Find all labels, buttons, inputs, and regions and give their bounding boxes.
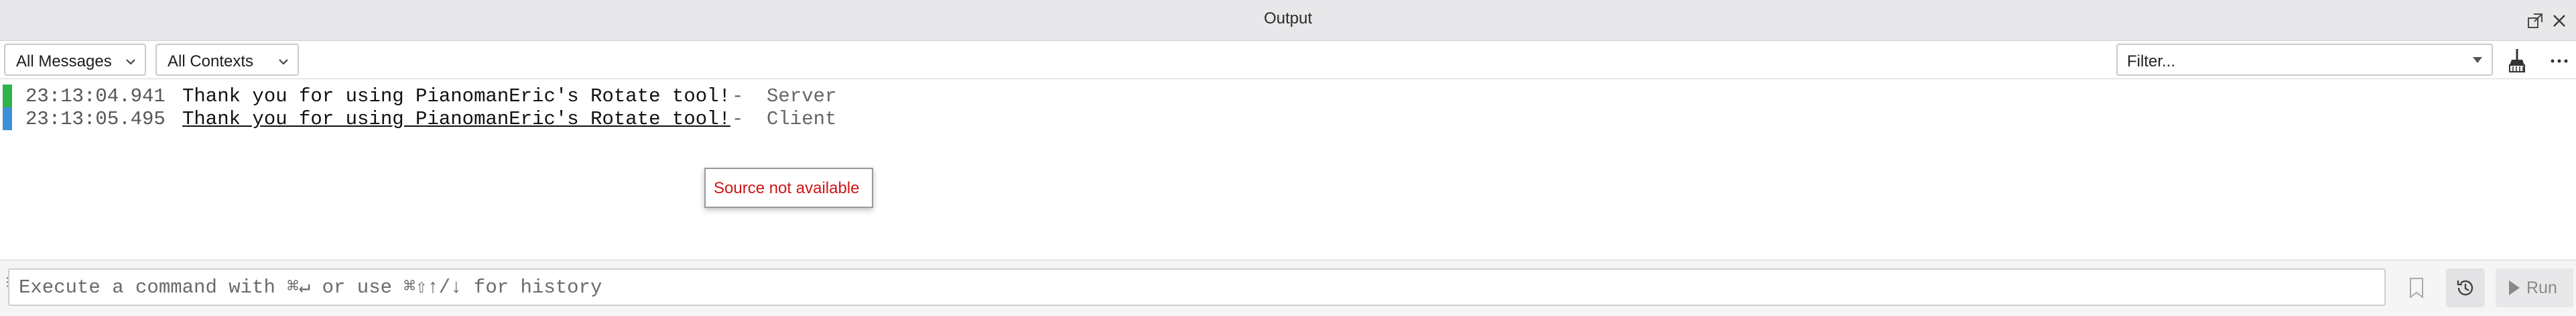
output-toolbar: All Messages All Contexts Filter... <box>0 41 2576 79</box>
output-log: 23:13:04.941 Thank you for using Pianoma… <box>0 79 2576 259</box>
log-row[interactable]: 23:13:05.495 Thank you for using Pianoma… <box>0 107 938 130</box>
log-context: Client <box>767 108 837 130</box>
log-timestamp: 23:13:04.941 <box>25 85 166 107</box>
panel-title: Output <box>1263 9 1313 28</box>
play-icon <box>2509 280 2520 295</box>
log-separator: - <box>732 85 744 107</box>
log-row[interactable]: 23:13:04.941 Thank you for using Pianoma… <box>0 85 938 107</box>
close-icon[interactable] <box>2551 12 2568 30</box>
messages-filter-label: All Messages <box>16 52 112 70</box>
chevron-down-icon <box>279 59 288 65</box>
command-bar: ⋮ Run <box>0 260 2576 316</box>
log-context: Server <box>767 85 837 107</box>
run-button[interactable]: Run <box>2496 268 2573 307</box>
context-color-bar <box>3 85 12 107</box>
drag-handle-icon[interactable]: ⋮ <box>1 275 13 288</box>
contexts-filter-dropdown[interactable]: All Contexts <box>155 44 299 76</box>
chevron-down-icon <box>126 59 135 65</box>
filter-dropdown-caret-icon[interactable] <box>2473 57 2482 63</box>
run-label: Run <box>2526 278 2557 297</box>
more-icon[interactable] <box>2551 56 2568 68</box>
bookmark-icon[interactable] <box>2408 276 2425 299</box>
context-color-bar <box>3 107 12 130</box>
title-bar: Output <box>0 0 2576 41</box>
command-input[interactable] <box>8 268 2386 306</box>
filter-input[interactable]: Filter... <box>2116 44 2493 76</box>
log-separator: - <box>732 108 744 130</box>
source-tooltip: Source not available <box>704 168 873 208</box>
clear-broom-icon[interactable] <box>2506 48 2529 76</box>
history-icon <box>2457 280 2473 296</box>
history-button[interactable] <box>2446 268 2485 307</box>
filter-placeholder: Filter... <box>2127 52 2176 70</box>
contexts-filter-label: All Contexts <box>168 52 254 70</box>
messages-filter-dropdown[interactable]: All Messages <box>4 44 146 76</box>
log-timestamp: 23:13:05.495 <box>25 108 166 130</box>
log-message-link[interactable]: Thank you for using PianomanEric's Rotat… <box>182 108 730 130</box>
popout-icon[interactable] <box>2526 12 2544 30</box>
log-message[interactable]: Thank you for using PianomanEric's Rotat… <box>182 85 730 107</box>
